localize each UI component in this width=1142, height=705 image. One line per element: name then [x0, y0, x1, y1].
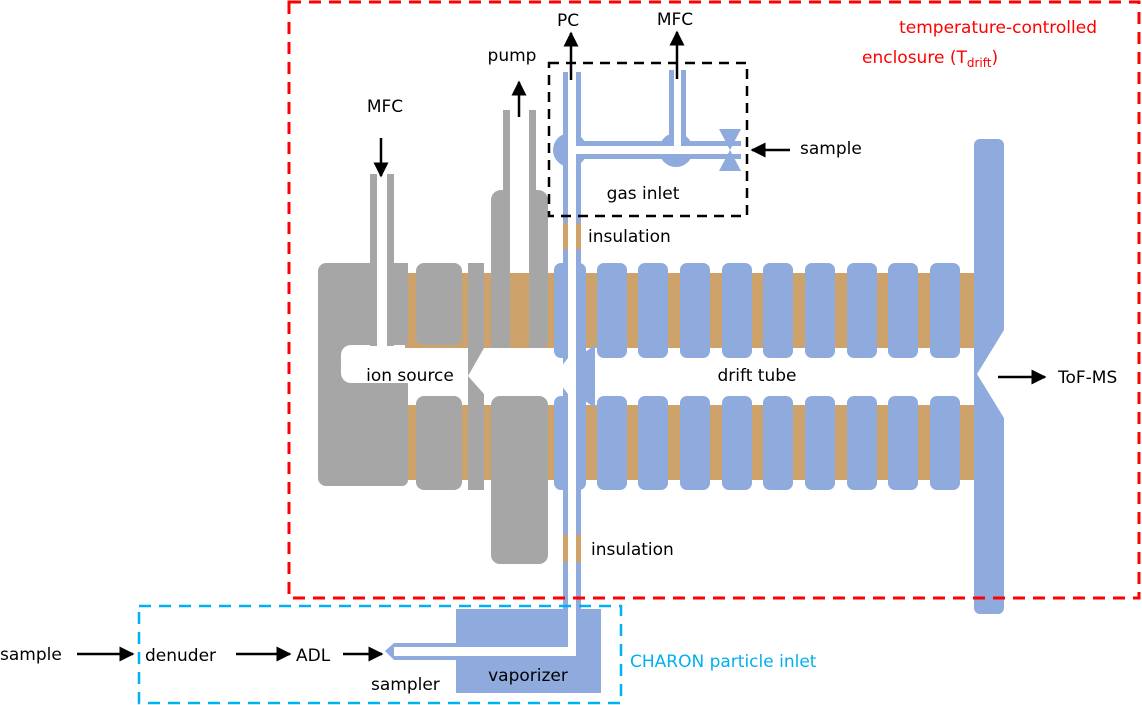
drift-ring: [763, 263, 793, 358]
insulation-bottom-label: insulation: [591, 540, 674, 560]
ion-source-label: ion source: [366, 366, 454, 386]
insulation-segment-bottom: [563, 535, 568, 562]
vaporizer-label: vaporizer: [488, 666, 568, 686]
gas-inlet-box: [547, 61, 749, 218]
insulation-segment-top: [576, 223, 581, 249]
charon-inlet-box: [137, 604, 623, 705]
drift-ring: [597, 263, 627, 358]
tube-insulation: [563, 223, 581, 562]
tube-wall-left: [563, 72, 568, 617]
valve-icon: [719, 129, 741, 171]
drift-tube-label: drift tube: [718, 366, 797, 386]
drift-ring: [638, 396, 668, 490]
drift-ring: [763, 396, 793, 490]
drift-ring: [847, 396, 877, 490]
mfc-tube-right-wall: [387, 174, 394, 346]
drift-ring: [930, 396, 960, 490]
temperature-controlled-enclosure: [287, 0, 1141, 600]
manifold-lower-wall: [576, 154, 741, 159]
sample-particle-label: sample: [0, 645, 62, 665]
drift-tube-end-plate: [974, 139, 1004, 614]
pump-block-left: [491, 110, 510, 348]
ion-source-ring-upper: [416, 263, 462, 345]
drift-ring: [680, 396, 710, 490]
gas-inlet-label: gas inlet: [607, 184, 680, 204]
drift-ring: [638, 263, 668, 358]
sampler-tube-upper: [394, 643, 565, 647]
drift-ring: [680, 263, 710, 358]
mfc-tube-left-wall: [669, 70, 674, 142]
insulation-segment-top: [563, 223, 568, 249]
pc-label: PC: [557, 11, 579, 31]
mfc-left-label: MFC: [367, 97, 403, 117]
drift-ring: [722, 396, 752, 490]
tube-wall-right: [576, 72, 581, 617]
vaporizer: [385, 595, 601, 693]
enclosure-label-line1: temperature-controlled: [899, 18, 1097, 38]
charon-label: CHARON particle inlet: [630, 652, 817, 672]
sampler-tip: [385, 643, 394, 660]
adl-label: ADL: [296, 646, 331, 666]
manifold-upper-wall: [576, 141, 741, 146]
ion-source-plate: [468, 263, 484, 490]
drift-ring: [722, 263, 752, 358]
central-gas-line: [554, 72, 595, 617]
enclosure-label-line2: enclosure (Tdrift): [862, 48, 998, 70]
insulation-top-label: insulation: [588, 227, 671, 247]
drift-ring: [847, 263, 877, 358]
drift-ring: [597, 396, 627, 490]
sample-gas-label: sample: [800, 139, 862, 159]
drift-ring: [888, 396, 918, 490]
ion-source-ring-lower: [416, 396, 462, 490]
sampler-label: sampler: [371, 675, 440, 695]
pump-label: pump: [488, 46, 537, 66]
mfc-tube-right-wall: [681, 70, 686, 142]
drift-ring: [805, 263, 835, 358]
mfc-tube-left-wall: [370, 174, 377, 346]
drift-ring: [805, 396, 835, 490]
gas-inlet-manifold: [553, 70, 741, 258]
pump-block-lower: [491, 396, 548, 564]
mfc-right-label: MFC: [657, 10, 693, 30]
ion-source-assembly: [318, 110, 548, 564]
drift-ring: [930, 263, 960, 358]
pump-block-right: [529, 110, 548, 348]
denuder-label: denuder: [145, 646, 216, 666]
sampler-tube-lower: [394, 656, 577, 660]
insulation-segment-bottom: [576, 535, 581, 562]
tofms-label: ToF-MS: [1057, 368, 1117, 388]
drift-ring: [888, 263, 918, 358]
